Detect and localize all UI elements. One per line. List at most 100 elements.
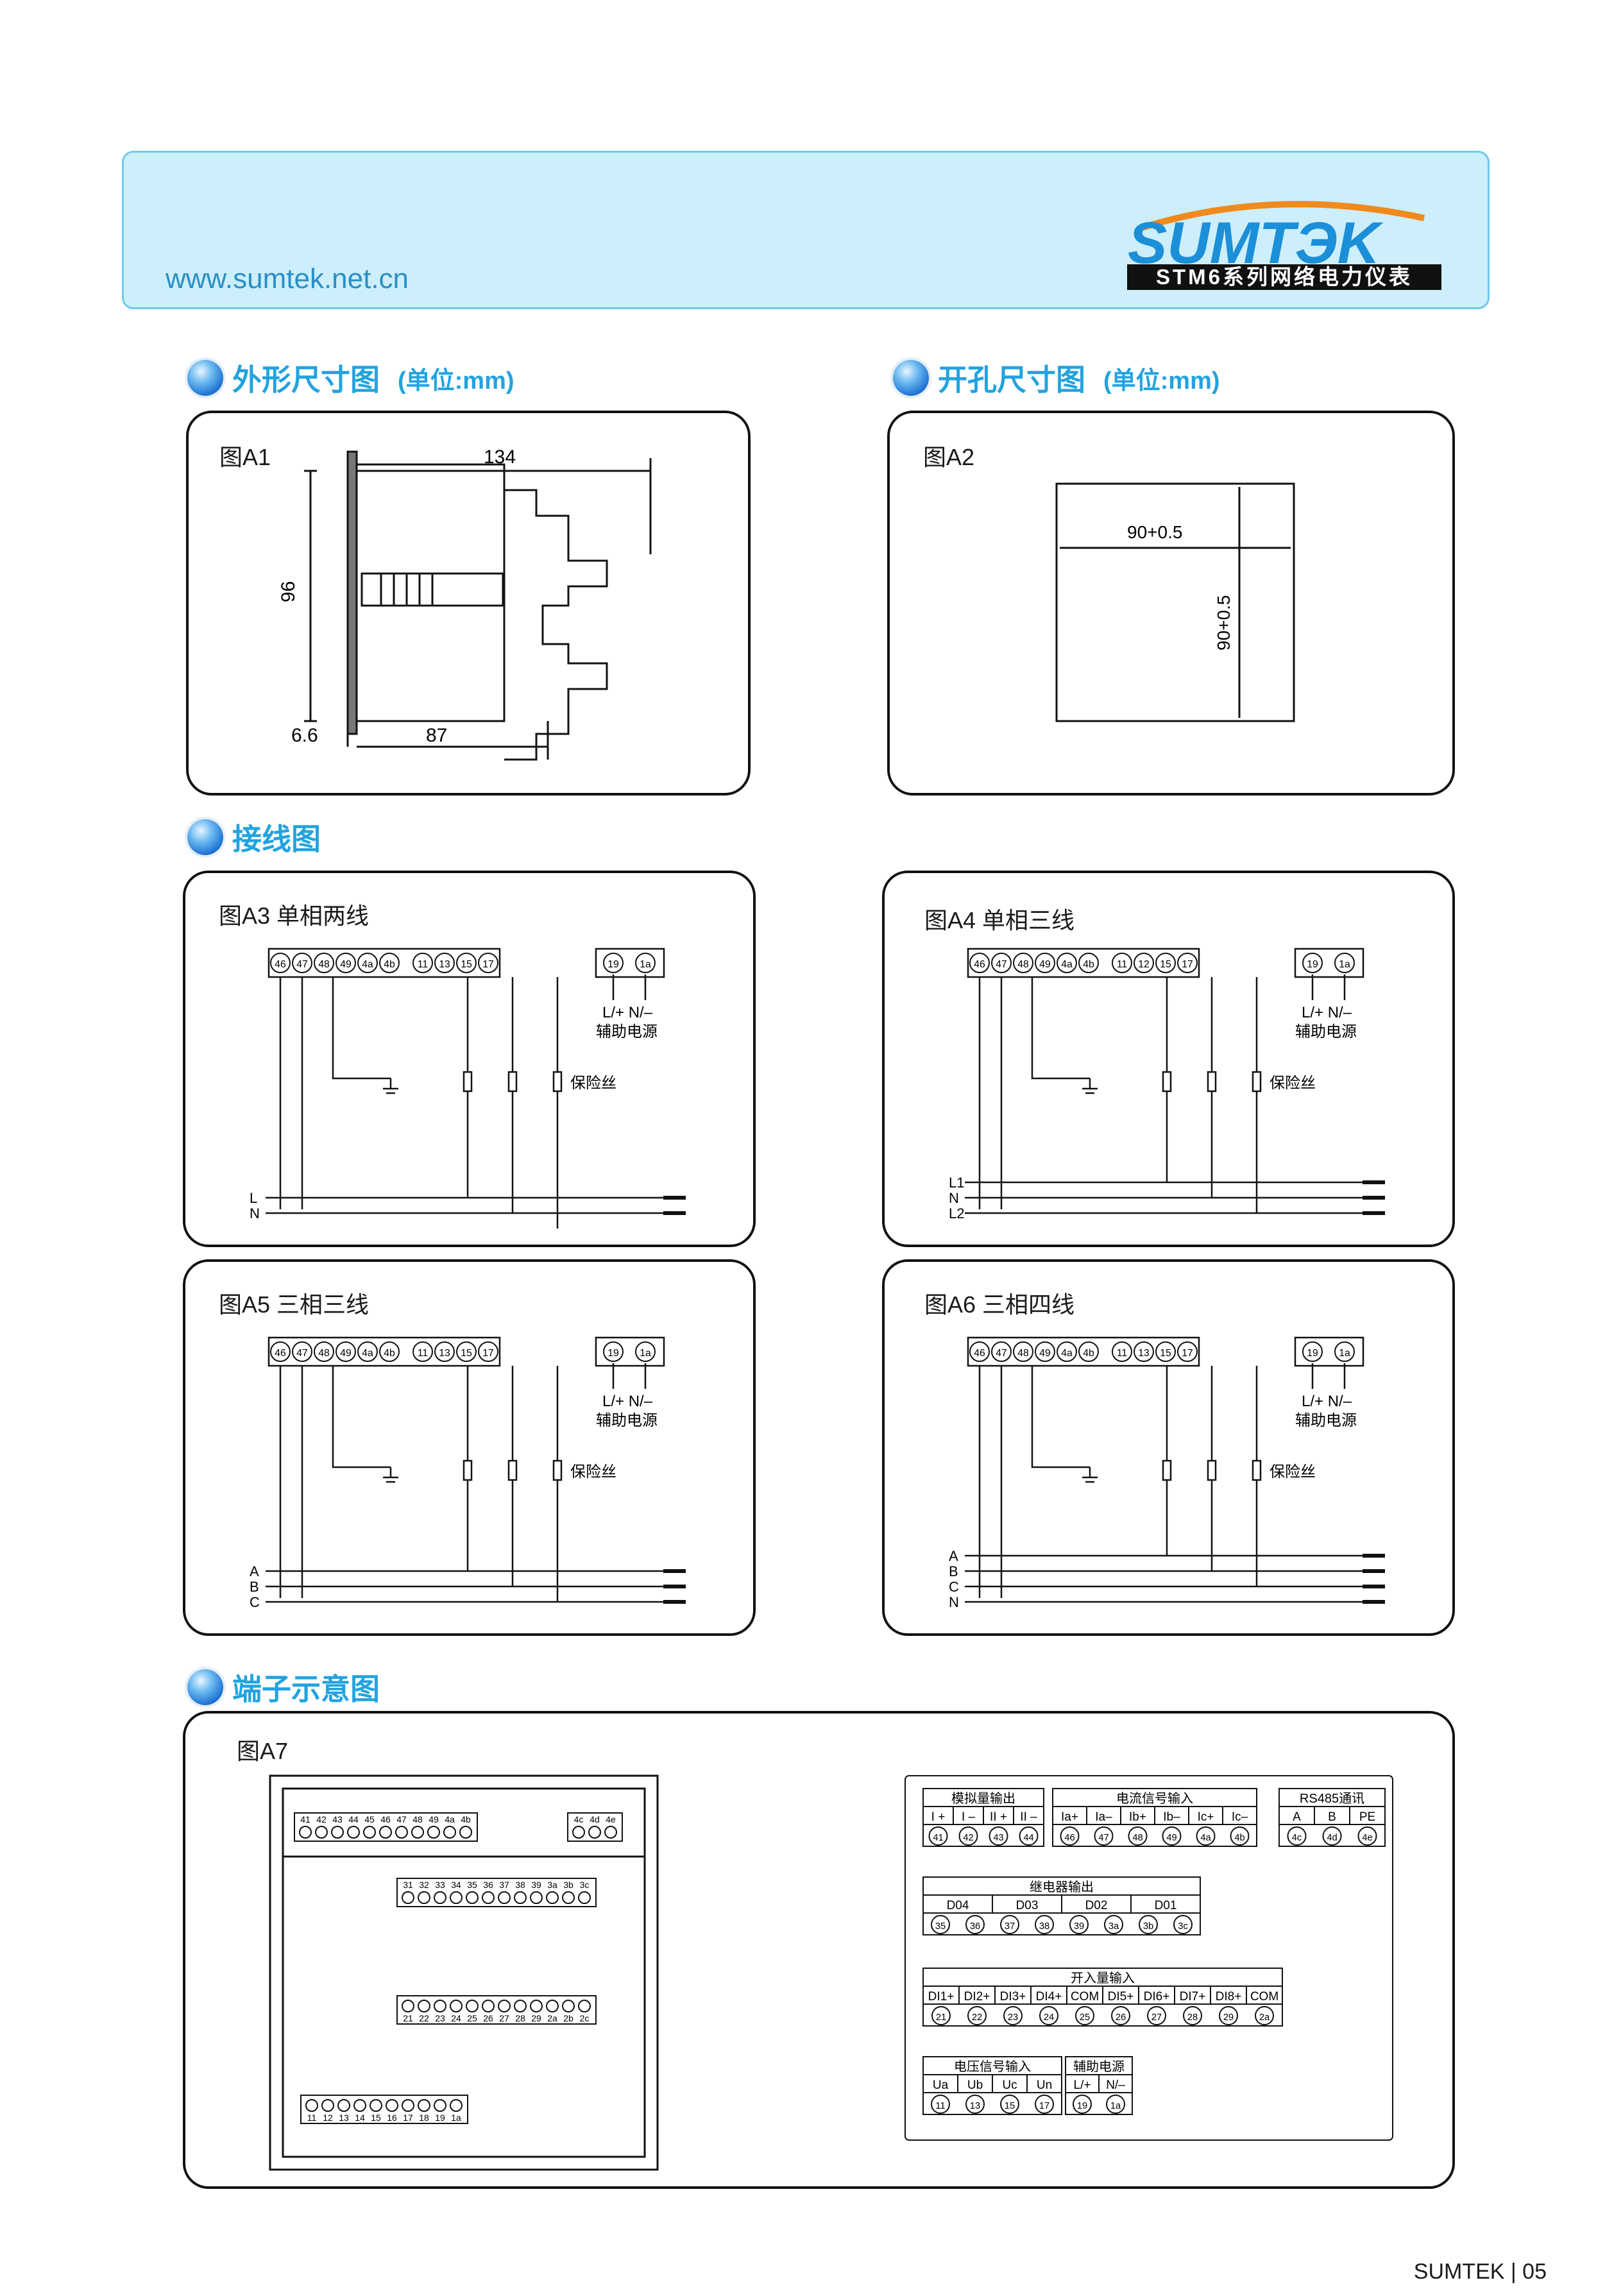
terminal-number-text: 1a: [640, 959, 651, 970]
terminal-label: Ia+: [1061, 1810, 1078, 1824]
group-title: 模拟量输出: [951, 1791, 1015, 1806]
terminal-number: [1302, 1341, 1323, 1362]
terminal-number-text: 1a: [1339, 959, 1350, 970]
terminal-label: DI2+: [964, 1990, 990, 2003]
terminal-number: [931, 2006, 951, 2025]
terminal-number: [357, 1341, 378, 1362]
screw-terminal: [443, 1826, 456, 1839]
terminal-number-text: 19: [1307, 959, 1318, 970]
pin-number: 1a: [451, 2113, 461, 2123]
screw-terminal: [418, 2099, 430, 2112]
terminal-number: [1013, 953, 1033, 973]
terminal-number: [931, 1915, 950, 1934]
terminal-number: [434, 953, 455, 973]
screw-terminal: [434, 2000, 446, 2012]
terminal-number-text: 11: [418, 959, 428, 970]
terminal-number: [1057, 953, 1077, 973]
terminal-number: [965, 1915, 985, 1934]
terminal-label: PE: [1359, 1810, 1375, 1824]
terminal-number-text: 4b: [1083, 1348, 1094, 1359]
terminal-number: [1073, 2095, 1092, 2114]
pin-number: 21: [403, 2013, 413, 2023]
line-label: C: [949, 1579, 959, 1595]
figure-caption: 图A2: [923, 444, 975, 470]
dim-depth-label: 87: [426, 725, 447, 746]
terminal-number-text: 27: [1151, 2012, 1162, 2023]
terminal-number: [969, 1341, 990, 1362]
terminal-number-text: 41: [933, 1833, 943, 1843]
terminal-label: COM: [1250, 1990, 1278, 2003]
pin-number: 23: [435, 2013, 445, 2023]
terminal-number-text: 47: [296, 1348, 308, 1359]
screw-terminal: [434, 2099, 446, 2112]
terminal-label: Ib+: [1129, 1810, 1146, 1824]
terminal-number: [456, 953, 477, 973]
pin-number: 15: [371, 2113, 381, 2123]
group-title: 电压信号输入: [954, 2059, 1031, 2074]
section-wiring-title: 接线图: [187, 816, 321, 858]
bullet-icon: [187, 1669, 223, 1705]
pin-number: 35: [467, 1880, 477, 1890]
terminal-number-text: 17: [1182, 959, 1193, 970]
screw-terminal: [546, 2000, 559, 2012]
terminal-label: D03: [1016, 1899, 1039, 1912]
pin-number: 45: [364, 1814, 375, 1824]
screw-terminal: [418, 2000, 430, 2012]
screw-terminal: [498, 1891, 511, 1904]
terminal-number-text: 4c: [1292, 1833, 1302, 1843]
figure-a2-panel: 图A2 90+0.5 90+0.5: [887, 411, 1455, 795]
terminal-number: [1287, 1826, 1307, 1846]
pin-number: 28: [515, 2013, 525, 2023]
terminal-number: [967, 2006, 987, 2025]
pin-number: 34: [451, 1880, 461, 1890]
terminal-label: DI6+: [1144, 1990, 1170, 2003]
terminal-number-text: 37: [1005, 1921, 1015, 1932]
figure-caption: 图A5 三相三线: [219, 1291, 370, 1318]
pin-number: 17: [403, 2113, 413, 2123]
terminal-number: [1013, 1341, 1033, 1362]
terminal-number: [270, 953, 291, 973]
terminal-number-text: 19: [607, 1348, 619, 1359]
terminal-number: [1147, 2006, 1166, 2025]
terminal-label: I –: [962, 1810, 976, 1824]
terminal-label: Un: [1037, 2079, 1052, 2092]
terminal-number: [314, 1341, 334, 1362]
terminal-label: II +: [990, 1810, 1007, 1824]
screw-terminal: [402, 1891, 414, 1904]
terminal-number-text: 4a: [362, 1348, 373, 1359]
terminal-number-text: 4b: [1083, 959, 1094, 970]
terminal-label: D02: [1085, 1899, 1108, 1912]
terminal-number-text: 38: [1039, 1921, 1049, 1932]
terminal-number-text: 1a: [1339, 1348, 1350, 1359]
terminal-number: [1128, 1826, 1148, 1846]
terminal-label: II –: [1020, 1810, 1037, 1824]
terminal-label: I +: [931, 1810, 946, 1824]
terminal-number: [379, 953, 400, 973]
header-banner: [122, 151, 1490, 309]
terminal-label: DI8+: [1216, 1990, 1242, 2003]
figure-caption: 图A4 单相三线: [924, 907, 1075, 933]
terminal-number: [1078, 953, 1099, 973]
terminal-number: [928, 1826, 948, 1846]
website-url[interactable]: www.sumtek.net.cn: [166, 263, 409, 294]
terminal-number: [1111, 2006, 1130, 2025]
terminal-label: Ub: [967, 2079, 983, 2092]
terminal-number-text: 4a: [1200, 1833, 1211, 1843]
screw-terminal: [395, 1826, 408, 1839]
screw-terminal: [347, 1826, 360, 1839]
pin-number: 4a: [445, 1814, 455, 1824]
screw-terminal: [418, 1891, 430, 1904]
terminal-number-text: 47: [996, 1348, 1007, 1359]
terminal-number: [292, 1341, 312, 1362]
pin-number: 16: [387, 2113, 397, 2123]
terminal-label: COM: [1071, 1990, 1099, 2003]
terminal-number: [635, 953, 656, 973]
terminal-number: [1035, 953, 1055, 973]
screw-terminal: [402, 2099, 414, 2112]
screw-terminal: [305, 2099, 318, 2112]
screw-terminal: [331, 1826, 344, 1839]
bullet-icon: [187, 819, 223, 855]
